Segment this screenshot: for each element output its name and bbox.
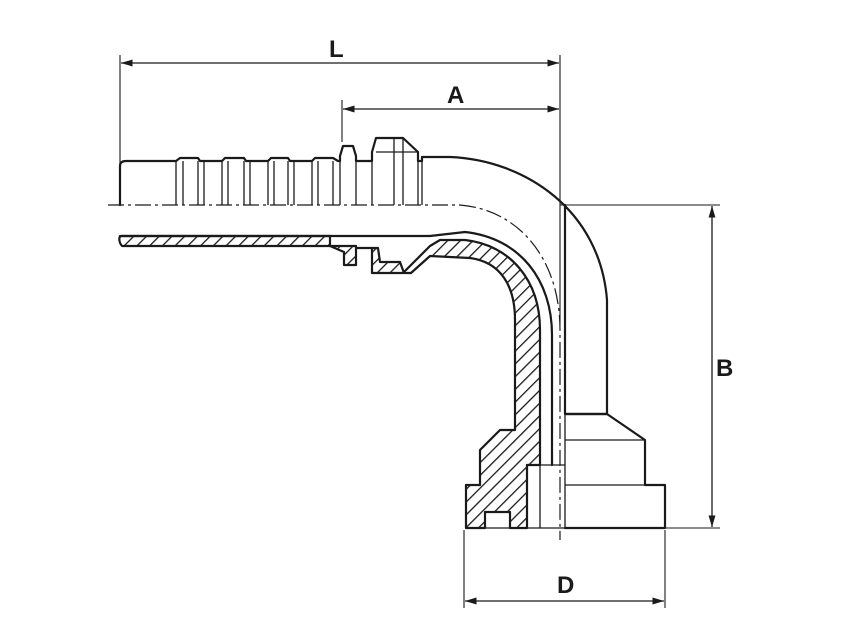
dimension-lines (120, 59, 716, 605)
hose-tail-outline (118, 136, 609, 416)
dimension-l-label: L (329, 36, 344, 63)
extension-lines (119, 55, 720, 608)
dimension-b-label: B (716, 355, 733, 382)
dimension-a-label: A (447, 82, 464, 109)
dimension-d-label: D (557, 572, 574, 599)
flange-outline (563, 412, 667, 530)
bore-outline (120, 230, 554, 467)
centerlines (108, 204, 561, 540)
fitting-cross-section (118, 234, 542, 530)
